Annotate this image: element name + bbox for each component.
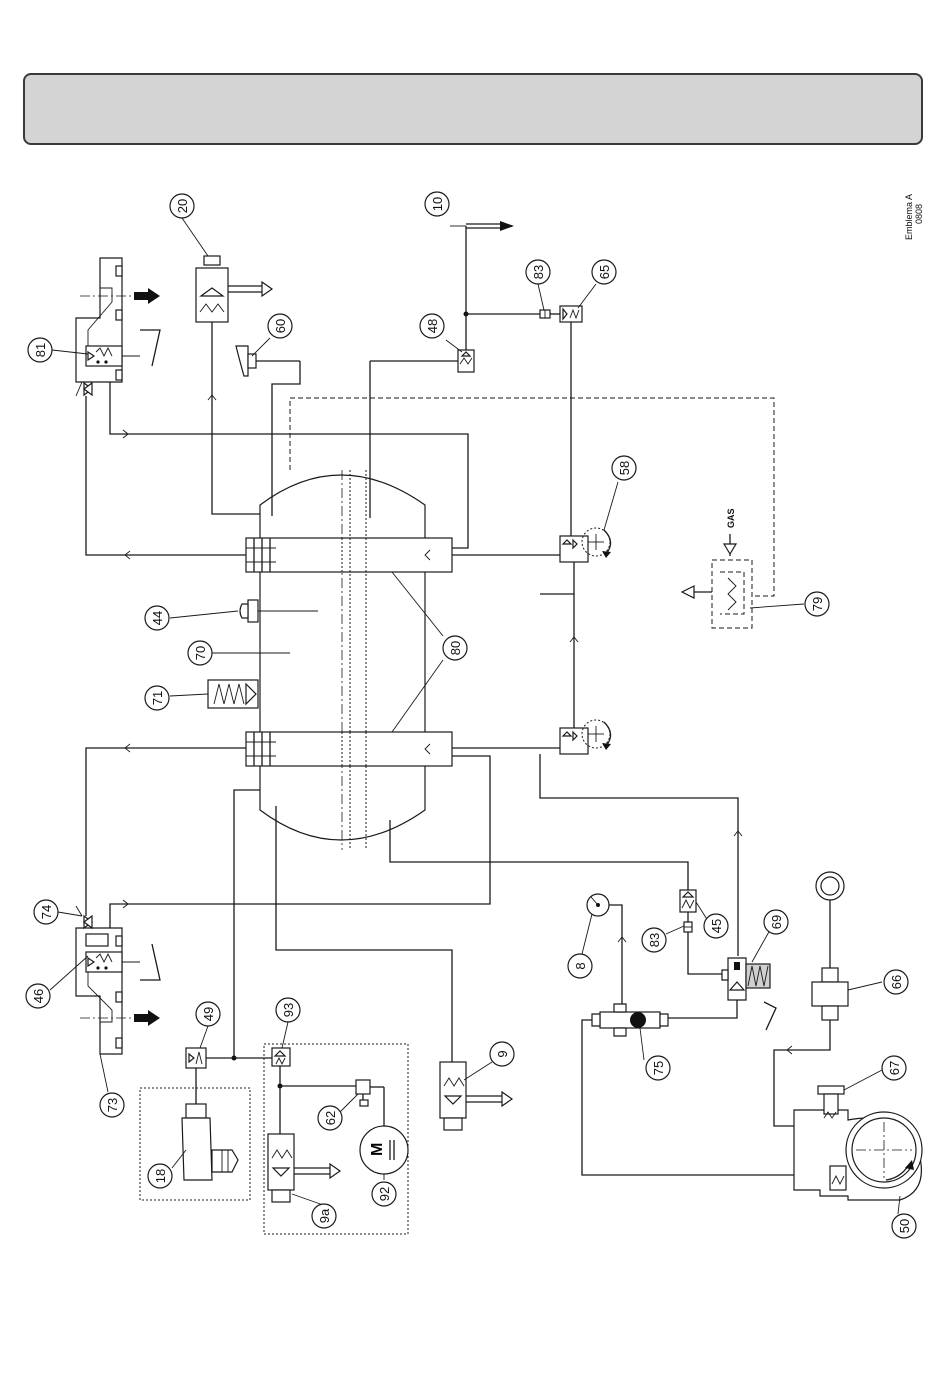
exhaust-arrow-81 — [134, 288, 160, 304]
svg-text:45: 45 — [709, 919, 724, 933]
doc-code-line1: Emblema A — [904, 194, 914, 240]
callout-50: 50 — [892, 1214, 916, 1238]
callout-60: 60 — [268, 314, 292, 338]
solenoid-62 — [356, 1080, 384, 1126]
motor-label: M — [369, 1143, 386, 1156]
gas-valve-79 — [682, 534, 752, 628]
tank-band-upper — [246, 538, 452, 572]
svg-text:10: 10 — [430, 197, 445, 211]
callout-83-bottom: 83 — [642, 928, 666, 952]
pressure-regulator-58 — [560, 528, 611, 562]
filter-18 — [182, 1104, 238, 1180]
callout-73: 73 — [100, 1093, 124, 1117]
callout-9a: 9a — [312, 1204, 336, 1228]
svg-text:8: 8 — [573, 962, 588, 969]
svg-text:9: 9 — [495, 1050, 510, 1057]
compressor-50 — [794, 1086, 922, 1200]
callout-65: 65 — [592, 260, 616, 284]
svg-text:20: 20 — [175, 199, 190, 213]
callout-92: 92 — [372, 1182, 396, 1206]
svg-text:67: 67 — [887, 1061, 902, 1075]
svg-text:60: 60 — [273, 319, 288, 333]
svg-text:83: 83 — [647, 933, 662, 947]
svg-text:49: 49 — [201, 1007, 216, 1021]
exhaust-arrow-46 — [134, 1010, 160, 1026]
callout-8: 8 — [568, 954, 592, 978]
svg-text:80: 80 — [448, 641, 463, 655]
svg-text:18: 18 — [153, 1169, 168, 1183]
gas-label: GAS — [726, 508, 736, 528]
doc-code-line2: 0808 — [914, 204, 924, 224]
callout-49: 49 — [196, 1002, 220, 1026]
callout-71: 71 — [145, 686, 169, 710]
callout-48: 48 — [420, 314, 444, 338]
svg-text:46: 46 — [31, 989, 46, 1003]
distributor-75 — [582, 1004, 794, 1175]
gauge-60 — [236, 346, 300, 376]
callout-66: 66 — [884, 970, 908, 994]
svg-text:9a: 9a — [317, 1208, 332, 1223]
svg-text:65: 65 — [597, 265, 612, 279]
brake-valve-81 — [76, 258, 160, 396]
svg-text:71: 71 — [150, 691, 165, 705]
svg-text:62: 62 — [323, 1111, 338, 1125]
unloader-valve-69 — [664, 958, 776, 1030]
callout-74: 74 — [34, 900, 58, 924]
supply-line-10 — [464, 221, 541, 350]
svg-text:75: 75 — [651, 1061, 666, 1075]
air-tank — [260, 470, 425, 850]
callout-70: 70 — [188, 641, 212, 665]
callout-58: 58 — [612, 456, 636, 480]
svg-text:44: 44 — [150, 611, 165, 625]
svg-text:73: 73 — [105, 1098, 120, 1112]
callout-9: 9 — [490, 1042, 514, 1066]
callout-10: 10 — [425, 192, 449, 216]
svg-text:58: 58 — [617, 461, 632, 475]
pressure-regulator-lower — [560, 720, 611, 754]
callout-18: 18 — [148, 1164, 172, 1188]
callout-83-top: 83 — [526, 260, 550, 284]
coupling-83-top — [540, 310, 560, 318]
valve-65 — [560, 306, 582, 536]
tank-band-lower — [246, 732, 452, 766]
callout-20: 20 — [170, 194, 194, 218]
callout-46: 46 — [26, 984, 50, 1008]
callout-45: 45 — [704, 914, 728, 938]
valve-49 — [186, 1048, 206, 1104]
callout-93: 93 — [276, 998, 300, 1022]
valve-93 — [272, 1048, 356, 1134]
svg-text:81: 81 — [33, 343, 48, 357]
gauge-8 — [587, 894, 626, 1004]
svg-text:48: 48 — [425, 319, 440, 333]
brake-valve-46 — [76, 906, 160, 1054]
drain-valve-20 — [196, 256, 272, 322]
drain-valve-71 — [208, 680, 258, 708]
callout-69: 69 — [764, 910, 788, 934]
callout-79: 79 — [805, 592, 829, 616]
callout-81: 81 — [28, 338, 52, 362]
drain-valve-9a — [268, 1134, 340, 1202]
svg-text:93: 93 — [281, 1003, 296, 1017]
svg-text:66: 66 — [889, 975, 904, 989]
callout-44: 44 — [145, 606, 169, 630]
svg-text:69: 69 — [769, 915, 784, 929]
svg-text:74: 74 — [39, 905, 54, 919]
svg-text:92: 92 — [377, 1187, 392, 1201]
callout-62: 62 — [318, 1106, 342, 1130]
svg-text:50: 50 — [897, 1219, 912, 1233]
callout-67: 67 — [882, 1056, 906, 1080]
svg-text:79: 79 — [810, 597, 825, 611]
svg-text:83: 83 — [531, 265, 546, 279]
svg-text:70: 70 — [193, 646, 208, 660]
callout-80: 80 — [443, 636, 467, 660]
callout-75: 75 — [646, 1056, 670, 1080]
leader-lines — [50, 218, 900, 1214]
